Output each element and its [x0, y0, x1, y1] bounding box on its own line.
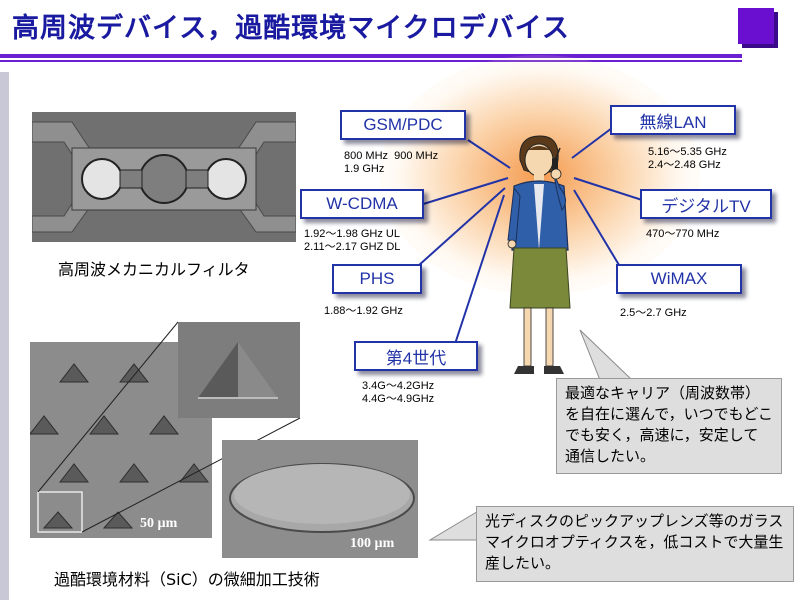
band-box-gsm-pdc: GSM/PDC: [340, 110, 466, 140]
band-box-wlan: 無線LAN: [610, 105, 736, 135]
caption-mechanical-filter: 高周波メカニカルフィルタ: [58, 260, 250, 279]
scale-bar-50um: 50 µm: [140, 516, 178, 531]
caption-sic-microfabrication: 過酷環境材料（SiC）の微細加工技術: [54, 570, 320, 589]
freq-wimax: 2.5〜2.7 GHz: [620, 307, 687, 319]
callout-carrier: 最適なキャリア（周波数帯）を自在に選んで，いつでもどこでも安く，高速に，安定して…: [556, 378, 782, 474]
pyramid-closeup-sem-image: [178, 322, 300, 418]
band-box-4g: 第4世代: [354, 341, 478, 371]
callout-lens-text: 光ディスクのピックアップレンズ等のガラスマイクロオプティクスを，低コストで大量生…: [485, 512, 784, 572]
signal-line-dtv: [573, 177, 643, 201]
freq-4g: 3.4G〜4.2GHz 4.4G〜4.9GHz: [362, 380, 435, 405]
freq-w-cdma: 1.92〜1.98 GHz UL 2.11〜2.17 GHZ DL: [304, 228, 401, 253]
glass-lens-sem-image: [222, 440, 418, 558]
band-box-phs: PHS: [332, 264, 422, 294]
scale-bar-100um: 100 µm: [350, 536, 395, 551]
mechanical-filter-sem-image: [32, 112, 296, 242]
signal-line-gsm: [467, 139, 511, 169]
band-box-wimax: WiMAX: [616, 264, 742, 294]
page-title: 高周波デバイス，過酷環境マイクロデバイス: [12, 13, 570, 44]
signal-line-wlan: [571, 127, 613, 159]
signal-line-phs: [417, 187, 506, 267]
callout-carrier-text: 最適なキャリア（周波数帯）を自在に選んで，いつでもどこでも安く，高速に，安定して…: [565, 384, 773, 465]
freq-phs: 1.88〜1.92 GHz: [324, 305, 403, 317]
title-square-decoration: [738, 8, 774, 44]
person-with-phone-illustration: [507, 135, 571, 374]
title-rule: [0, 54, 742, 58]
freq-digital-tv: 470〜770 MHz: [646, 228, 720, 240]
signal-line-wcdma: [419, 177, 509, 206]
title-rule-thin: [0, 60, 742, 62]
freq-wlan: 5.16〜5.35 GHz 2.4〜2.48 GHz: [648, 146, 727, 171]
band-box-digital-tv: デジタルTV: [640, 189, 772, 219]
signal-line-4g: [454, 194, 505, 345]
signal-line-wimax: [573, 189, 623, 271]
sic-pyramid-sem-image: [30, 342, 212, 538]
freq-gsm-pdc: 800 MHz 900 MHz 1.9 GHz: [344, 150, 439, 175]
callout-lens: 光ディスクのピックアップレンズ等のガラスマイクロオプティクスを，低コストで大量生…: [476, 506, 794, 582]
band-box-w-cdma: W-CDMA: [300, 189, 424, 219]
left-side-bar: [0, 72, 9, 600]
